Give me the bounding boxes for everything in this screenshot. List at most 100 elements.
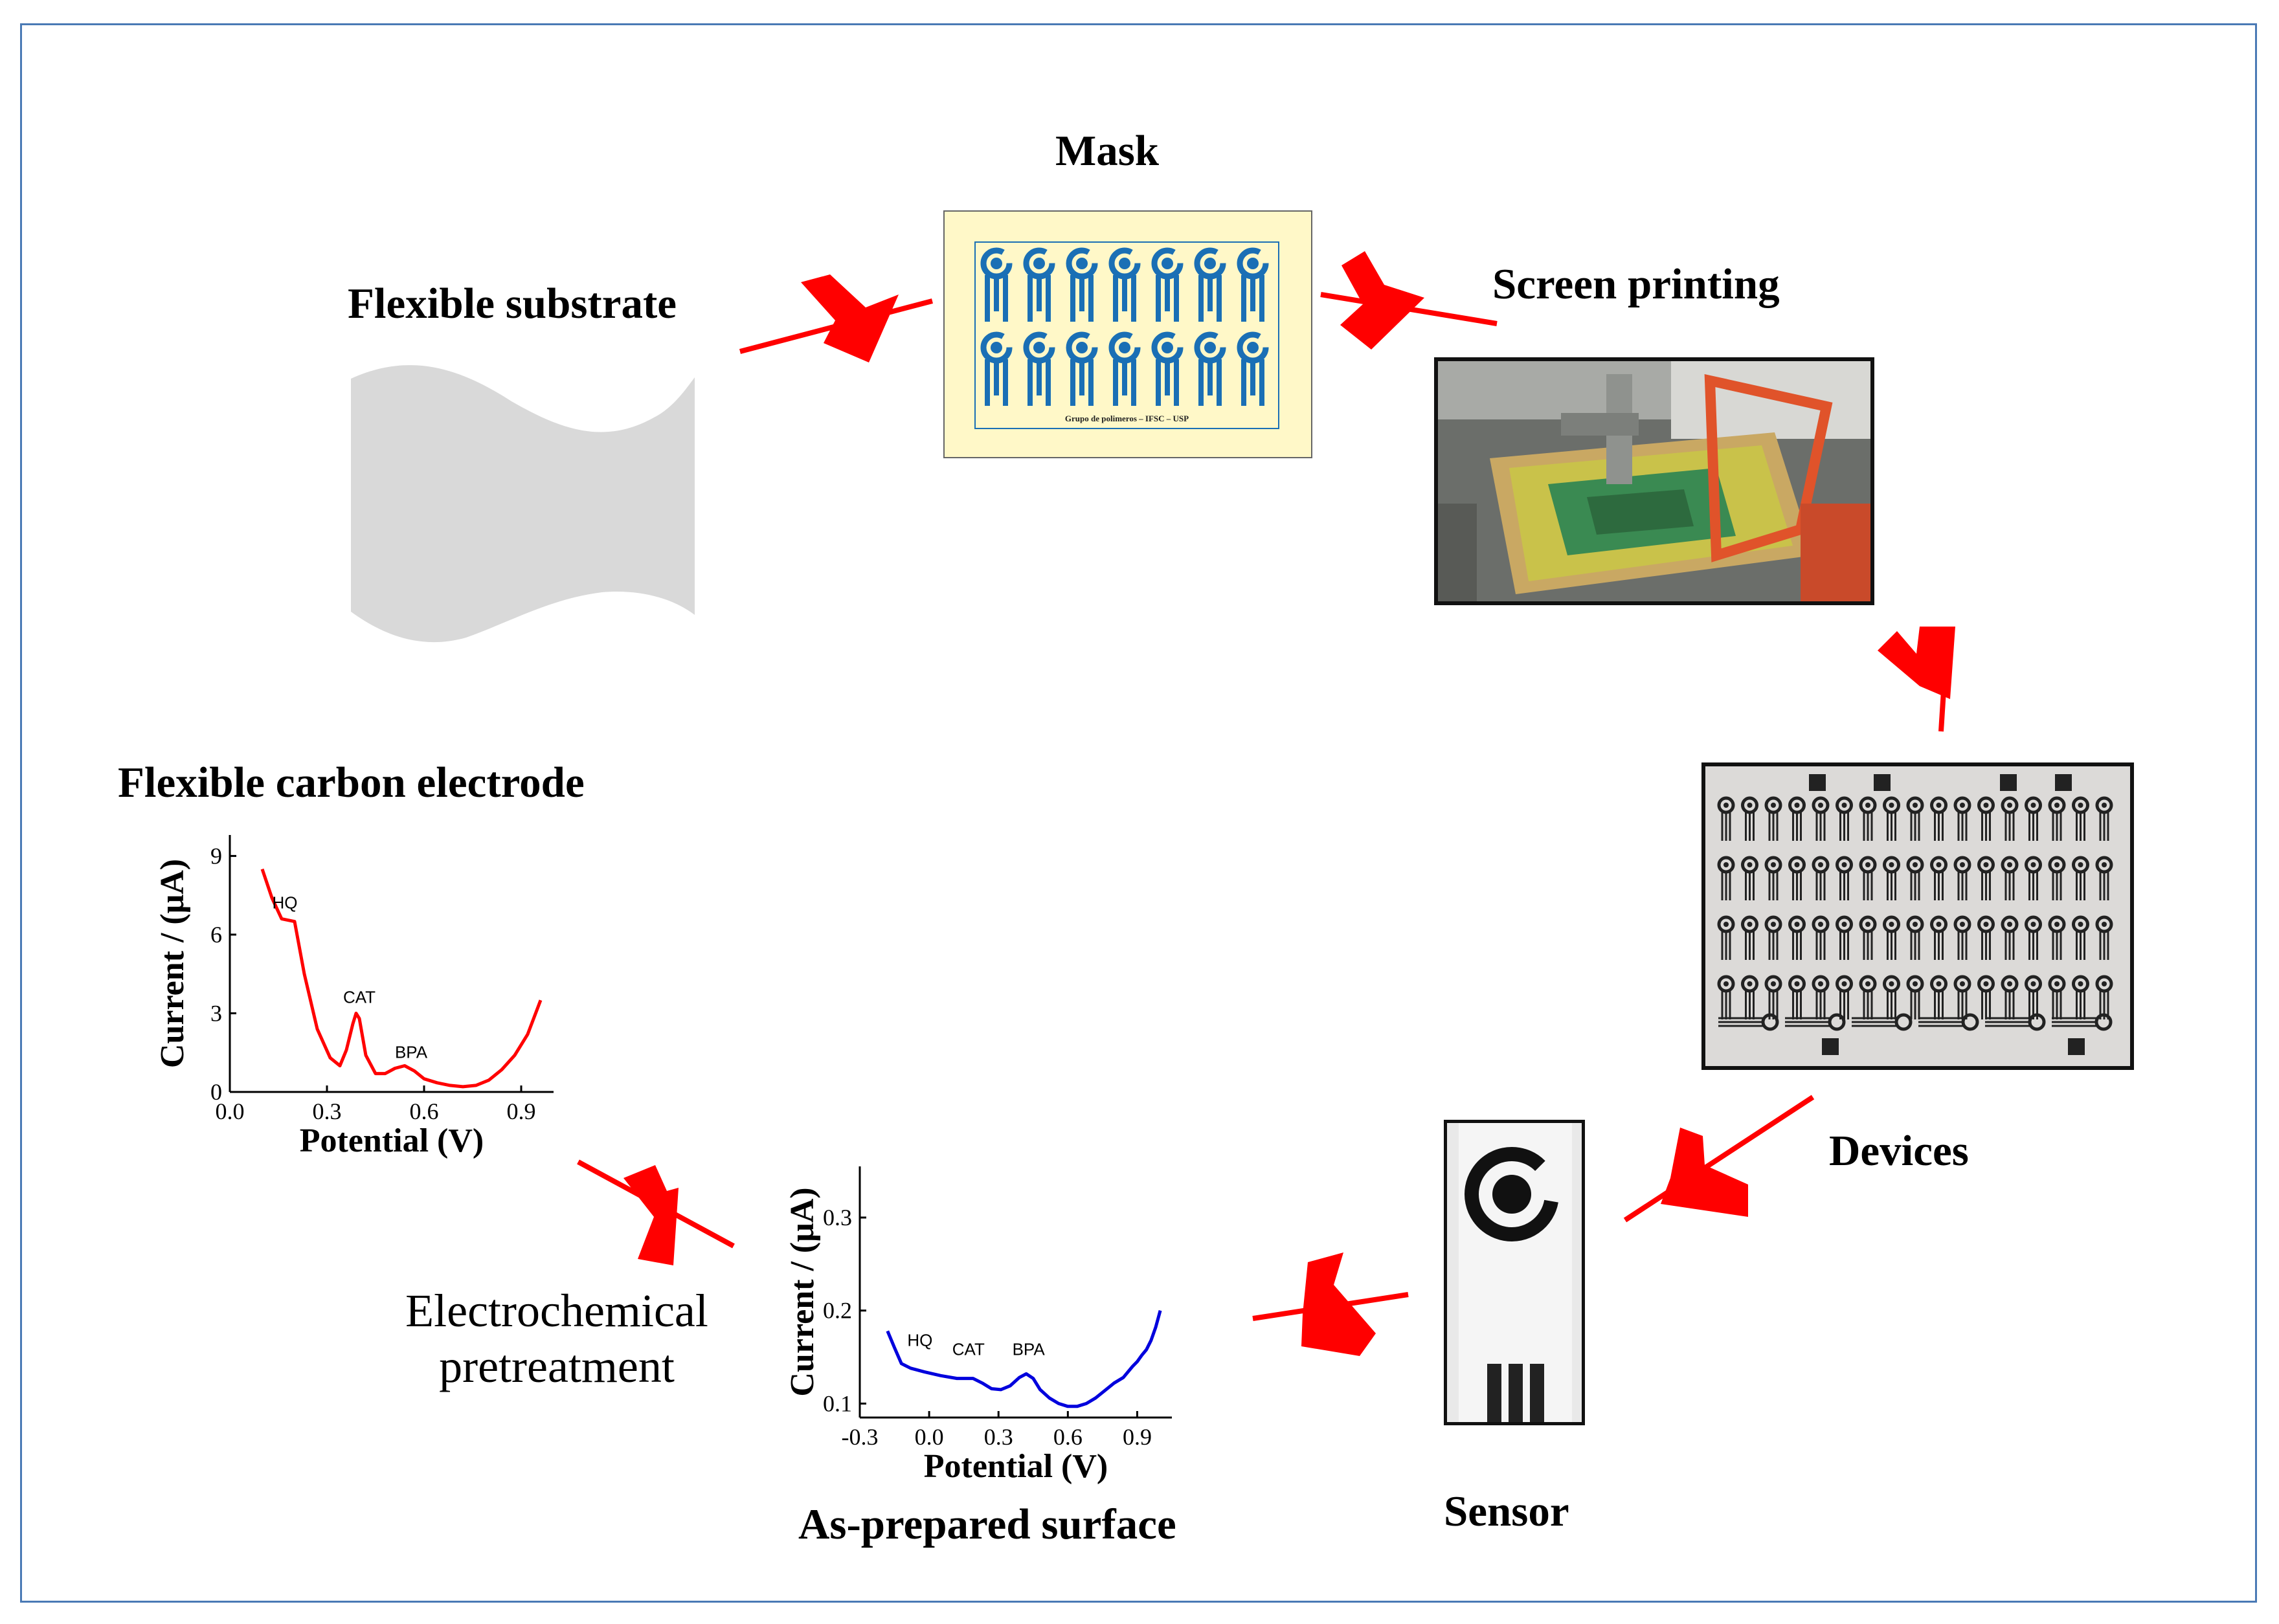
mask-electrode-track xyxy=(1198,359,1204,406)
mask-electrode-track xyxy=(1250,275,1255,311)
printed-electrode-track xyxy=(1918,990,1920,1019)
printed-electrode xyxy=(2001,796,2019,841)
printed-electrode-track xyxy=(1965,812,1968,841)
printed-electrode-track xyxy=(2028,812,2030,841)
printed-electrode-track xyxy=(2080,871,2082,900)
printed-electrode-ring xyxy=(1828,1013,1846,1031)
printed-electrode-disk xyxy=(2102,803,2107,808)
printed-electrode-track xyxy=(2083,812,2085,841)
alignment-mark xyxy=(2000,774,2017,791)
printed-electrode xyxy=(1741,915,1758,960)
mask-electrode-track xyxy=(1070,359,1075,406)
mask-electrode-disk xyxy=(1162,342,1173,353)
printed-electrode-ring xyxy=(2094,1013,2113,1031)
printed-electrode-track xyxy=(2012,812,2015,841)
printed-electrode-disk xyxy=(2030,803,2036,808)
printed-electrode xyxy=(1741,975,1758,1019)
printed-electrode-track xyxy=(1985,871,1987,900)
printed-electrode-track xyxy=(2076,812,2078,841)
printed-electrode-track xyxy=(1918,1017,1964,1019)
sensor-label: Sensor xyxy=(1444,1487,1569,1535)
printed-electrode-track xyxy=(2032,990,2034,1019)
printed-electrode-track xyxy=(2008,812,2011,841)
mask-electrode-track xyxy=(1122,359,1127,395)
printed-electrode-track xyxy=(2052,1021,2097,1023)
printed-electrode-track xyxy=(1989,931,1991,960)
printed-electrode-track xyxy=(1914,931,1916,960)
alignment-mark xyxy=(1874,774,1891,791)
printed-electrode-track xyxy=(1934,990,1936,1019)
printed-electrode-track xyxy=(1796,990,1798,1019)
printed-electrode xyxy=(1741,856,1758,900)
printed-electrode-disk xyxy=(1889,803,1894,808)
printed-electrode-disk xyxy=(1889,981,1894,986)
mask-electrode-track xyxy=(1131,359,1136,406)
printed-electrode-disk xyxy=(2030,922,2036,927)
printed-electrode-track xyxy=(2032,931,2034,960)
mask-electrode xyxy=(1023,331,1055,406)
mask-electrode-track xyxy=(1027,275,1033,322)
mask-panel: Grupo de polimeros – IFSC – USP xyxy=(943,210,1312,458)
printed-electrode-track xyxy=(2032,812,2034,841)
printed-electrode-disk xyxy=(1865,981,1870,986)
printed-electrode xyxy=(2001,915,2019,960)
printed-electrode xyxy=(1764,915,1782,960)
printed-electrode-track xyxy=(1887,931,1889,960)
printed-electrode-track xyxy=(1772,990,1775,1019)
printed-electrode-disk xyxy=(1723,922,1729,927)
printed-electrode-track xyxy=(2080,931,2082,960)
printed-electrode-ring xyxy=(2028,1013,2046,1031)
printed-electrode-track xyxy=(2103,931,2105,960)
printed-electrode-track xyxy=(2056,812,2058,841)
printed-electrode-track xyxy=(1942,871,1944,900)
printed-electrode xyxy=(2001,856,2019,900)
printed-electrode-track xyxy=(1792,931,1794,960)
screen-printing-photo xyxy=(1434,357,1874,605)
printed-electrode xyxy=(1859,975,1877,1019)
printed-electrode-track xyxy=(2099,990,2102,1019)
mask-electrode-track xyxy=(1241,359,1246,406)
printed-electrode xyxy=(1883,975,1900,1019)
mask-electrode-disk xyxy=(991,342,1002,353)
printed-electrode-ring xyxy=(1761,1013,1779,1031)
mask-electrode-track xyxy=(1259,359,1264,406)
printed-electrode-disk xyxy=(2078,862,2083,867)
printed-electrode-track xyxy=(1989,990,1991,1019)
printed-electrode-track xyxy=(2107,931,2109,960)
pretreatment-line-1: Electrochemical xyxy=(405,1285,708,1337)
printed-electrode xyxy=(1906,975,1924,1019)
printed-electrode xyxy=(1883,796,1900,841)
mask-electrode-track xyxy=(1131,275,1136,322)
printed-electrode-track xyxy=(1729,871,1731,900)
printed-electrode xyxy=(1717,796,1735,841)
printed-electrode-ring xyxy=(1894,1013,1913,1031)
printed-electrode-track xyxy=(1985,812,1987,841)
printed-electrode-disk xyxy=(1747,862,1753,867)
printed-electrode-track xyxy=(1796,871,1798,900)
printed-electrode-track xyxy=(1918,931,1920,960)
printed-electrode-disk xyxy=(2078,981,2083,986)
printed-electrode xyxy=(1953,975,1971,1019)
printed-electrode xyxy=(1977,856,1995,900)
printed-electrode-track xyxy=(1776,812,1779,841)
printed-electrode-track xyxy=(2083,990,2085,1019)
printed-electrode xyxy=(1906,915,1924,960)
printed-electrode-track xyxy=(1965,990,1968,1019)
printed-electrode xyxy=(1977,796,1995,841)
printed-electrode-track xyxy=(1887,812,1889,841)
printed-electrode-track xyxy=(2036,931,2038,960)
mask-electrode-track xyxy=(1207,359,1213,395)
printed-electrode-disk xyxy=(1913,981,1918,986)
mask-electrode-disk xyxy=(991,258,1002,269)
printed-electrode xyxy=(1930,796,1948,841)
printed-electrode-track xyxy=(1718,1025,1764,1027)
printed-electrode-track xyxy=(1894,931,1896,960)
mask-electrode-track xyxy=(1165,275,1170,311)
mask-electrode-track xyxy=(1003,359,1008,406)
printed-electrode-track xyxy=(2008,931,2011,960)
printed-electrode-track xyxy=(1910,812,1913,841)
printed-electrode-track xyxy=(1942,812,1944,841)
printed-electrode-disk xyxy=(1747,922,1753,927)
printed-electrode-track xyxy=(1870,871,1873,900)
printed-electrode-track xyxy=(1894,871,1896,900)
